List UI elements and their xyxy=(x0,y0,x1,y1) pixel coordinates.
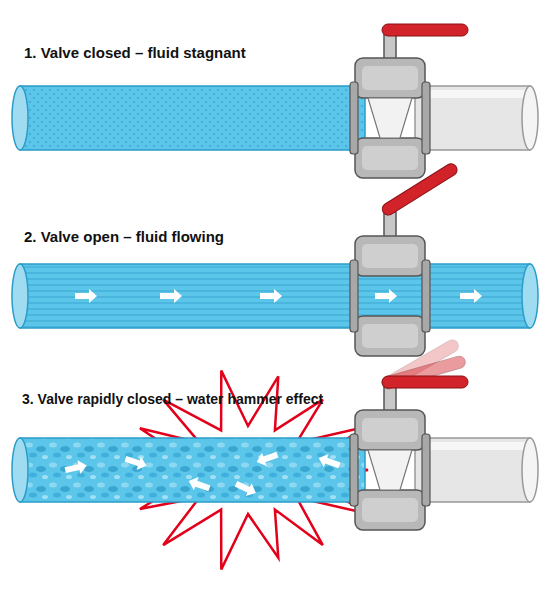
panel-open xyxy=(12,162,538,356)
valve xyxy=(350,24,468,178)
fluid-pipe xyxy=(20,264,530,328)
step-label: 1. Valve closed – fluid stagnant xyxy=(24,44,246,62)
valve xyxy=(350,338,468,530)
valve-handle xyxy=(382,24,468,36)
panel-closed xyxy=(12,24,538,178)
pipe-end xyxy=(522,86,538,150)
pipe-end xyxy=(522,264,538,328)
empty-pipe xyxy=(415,438,530,502)
step-label: 3. Valve rapidly closed – water hammer e… xyxy=(22,390,323,408)
step-label: 2. Valve open – fluid flowing xyxy=(24,228,224,246)
fluid-pipe xyxy=(20,438,365,502)
fluid-pipe xyxy=(20,86,365,150)
valve-handle xyxy=(380,162,459,218)
pipe-end xyxy=(12,438,28,502)
flow-arrows xyxy=(75,289,482,303)
turbulent-arrows xyxy=(64,448,342,499)
empty-pipe xyxy=(415,86,530,150)
pipe-end xyxy=(522,438,538,502)
panel-hammer xyxy=(12,338,538,570)
pipe-end xyxy=(12,264,28,328)
valve-handle xyxy=(382,376,468,388)
valve xyxy=(350,162,459,356)
pipe-end xyxy=(12,86,28,150)
